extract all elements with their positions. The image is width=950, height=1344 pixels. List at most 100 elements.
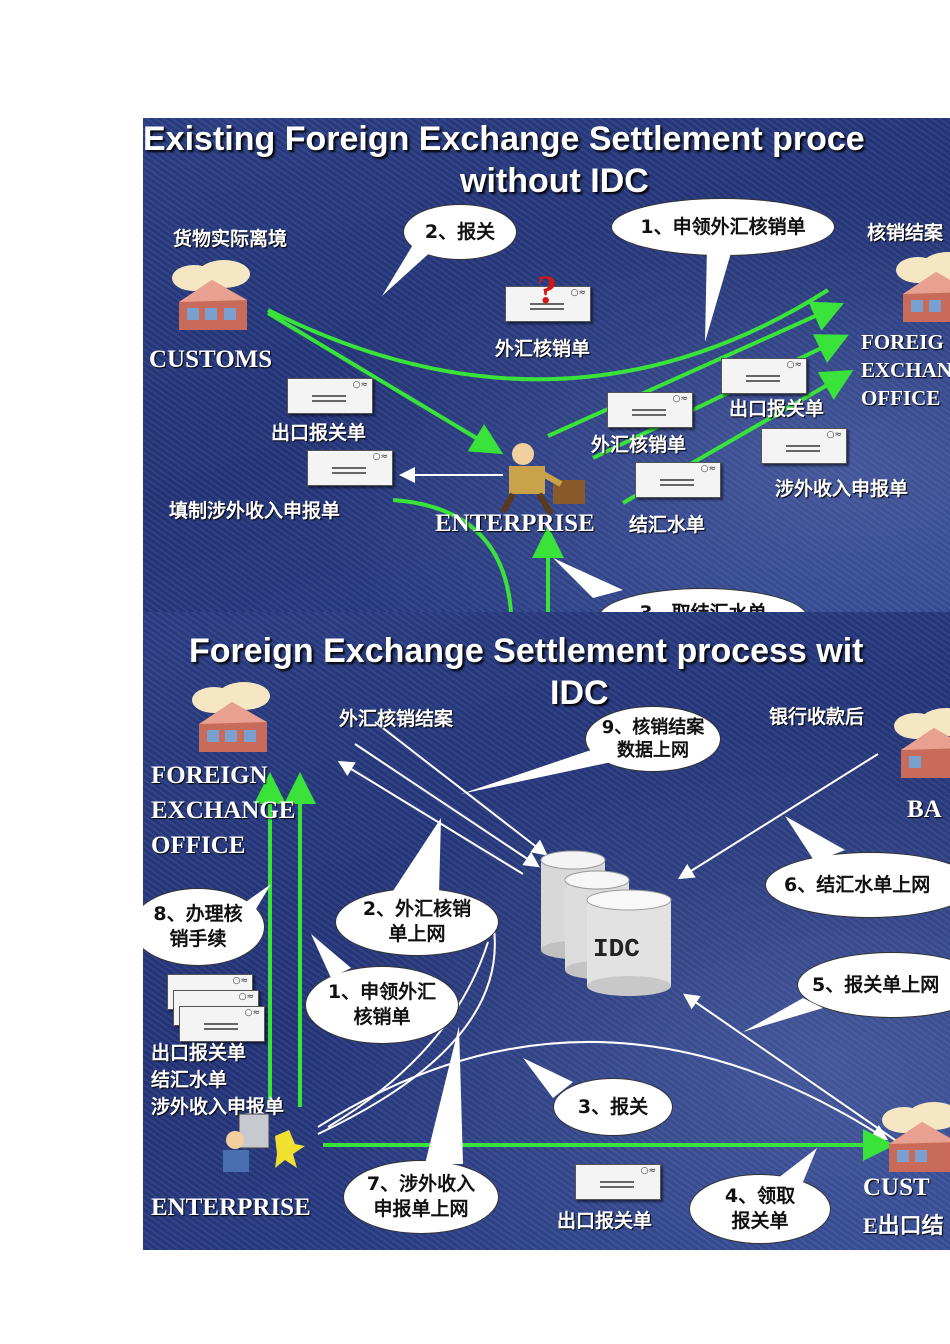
p2-doc-export-decl xyxy=(575,1164,661,1200)
bubble-5-tail xyxy=(743,998,823,1032)
arrow-office-to-idc xyxy=(354,743,540,868)
bubble-5: 5、报关单上网 xyxy=(797,952,950,1018)
bubble-declare: 2、报关 xyxy=(403,204,517,260)
panel1-title-line1: Existing Foreign Exchange Settlement pro… xyxy=(143,120,865,158)
arrow-ent-to-office xyxy=(547,301,844,438)
caption-fx-close: 外汇核销结案 xyxy=(339,708,454,730)
doc-fx-verify-mid xyxy=(607,392,693,428)
doc-income-decl xyxy=(761,428,847,464)
office-label-line3: OFFICE xyxy=(861,386,941,410)
p2-office-building-icon xyxy=(192,682,270,752)
arrow-ent-to-idc-curve2 xyxy=(327,941,489,1128)
arrow-bank-to-idc xyxy=(677,753,879,880)
enterprise-label: ENTERPRISE xyxy=(435,510,595,537)
arrow-customs-to-ent xyxy=(266,311,504,455)
arrow-ent-to-customs-white xyxy=(317,1041,889,1141)
p2-office-label-line3: OFFICE xyxy=(151,832,246,859)
bubble-declare-tail xyxy=(382,238,435,296)
office-building-icon xyxy=(896,252,950,322)
p2-doc-export-decl-label: 出口报关单 xyxy=(557,1210,653,1232)
doc-stack-3 xyxy=(179,1006,265,1042)
doc-fx-verify-top xyxy=(505,286,591,322)
panel2-title-line2: IDC xyxy=(550,674,609,712)
doc-export-decl-left-label: 出口报关单 xyxy=(271,422,367,444)
p2-enterprise-label: ENTERPRISE xyxy=(151,1194,311,1221)
p2-customs-label: CUST xyxy=(863,1174,930,1201)
bubble-7-line2: 申报单上网 xyxy=(373,1198,469,1220)
question-mark-icon: ? xyxy=(537,267,557,312)
office-label-line1: FOREIG xyxy=(861,330,944,354)
doc-settlement xyxy=(635,462,721,498)
bubble-8-tail xyxy=(243,884,271,914)
office-label: FOREIG EXCHAN OFFICE xyxy=(861,328,950,412)
doc-fill-income xyxy=(307,450,393,486)
bubble-2: 2、外汇核销单上网 xyxy=(335,888,499,956)
idc-database-icon xyxy=(540,850,672,996)
bubble-3: 3、报关 xyxy=(553,1078,673,1136)
bubble-3-tail xyxy=(523,1058,573,1098)
p2-customs-building-icon xyxy=(882,1102,950,1172)
bubble-4-line2: 报关单 xyxy=(731,1210,789,1232)
doc-income-decl-label: 涉外收入申报单 xyxy=(775,478,909,500)
arrow-idc-to-office xyxy=(337,760,524,875)
bubble-2-tail xyxy=(391,818,441,894)
bubble-7-tail xyxy=(425,1026,463,1164)
office-label-line2: EXCHAN xyxy=(861,358,950,382)
bubble-2-line1: 2、外汇核销 xyxy=(362,898,472,921)
panel2-arrows xyxy=(254,721,899,1161)
docs-stack-label-3: 涉外收入申报单 xyxy=(151,1096,285,1118)
arrow-down-left xyxy=(392,498,513,612)
p2-office-label-line2: EXCHANGE xyxy=(151,797,296,824)
p2-office-label-line1: FOREIGN xyxy=(151,762,268,789)
bubble-6: 6、结汇水单上网 xyxy=(765,852,950,918)
bubble-2-line2: 单上网 xyxy=(388,923,446,945)
idc-label: IDC xyxy=(593,934,640,964)
arrow-customs-to-idc xyxy=(683,993,899,1143)
bubble-7-line1: 7、涉外收入 xyxy=(366,1173,476,1196)
panel-without-idc: Existing Foreign Exchange Settlement pro… xyxy=(143,118,950,612)
office-caption: 核销结案 xyxy=(867,222,944,244)
doc-settlement-label: 结汇水单 xyxy=(629,514,706,536)
arrow-office-to-idc-2 xyxy=(374,721,548,856)
panel2-title-line1: Foreign Exchange Settlement process wit xyxy=(189,632,864,670)
customs-building-icon xyxy=(172,260,250,330)
p2-customs-sub: E出口结 xyxy=(863,1213,944,1238)
bank-building-icon xyxy=(894,708,950,778)
docs-stack-labels: 出口报关单 结汇水单 涉外收入申报单 xyxy=(151,1040,284,1121)
bubble-7: 7、涉外收入申报单上网 xyxy=(343,1160,499,1234)
p2-enterprise-person-icon xyxy=(223,1113,305,1172)
panel-with-idc: Foreign Exchange Settlement process wit … xyxy=(143,612,950,1250)
doc-fx-verify-mid-label: 外汇核销单 xyxy=(591,434,687,456)
bubble-1-tail xyxy=(311,934,351,978)
bubble-1-line1: 1、申领外汇 xyxy=(327,981,437,1004)
panel1-title-line2: without IDC xyxy=(460,162,649,200)
bubble-1: 1、申领外汇核销单 xyxy=(305,966,459,1044)
bubble-1-line2: 核销单 xyxy=(353,1006,411,1028)
doc-export-decl-right xyxy=(721,358,807,394)
bubble-8-line1: 8、办理核 xyxy=(153,903,243,926)
bubble-8-line2: 销手续 xyxy=(169,928,227,950)
caption-bank-received: 银行收款后 xyxy=(769,706,865,728)
bubble-9-line2: 数据上网 xyxy=(617,740,689,761)
bubble-6-tail xyxy=(785,816,845,862)
customs-label: CUSTOMS xyxy=(149,346,273,373)
bubble-bottom-tail xyxy=(553,558,623,598)
doc-export-decl-right-label: 出口报关单 xyxy=(729,398,825,420)
bubble-9-line1: 9、核销结案 xyxy=(601,716,705,738)
bubble-4-tail xyxy=(773,1148,817,1182)
customs-caption: 货物实际离境 xyxy=(173,228,288,250)
docs-stack-label-2: 结汇水单 xyxy=(151,1069,228,1091)
p2-office-label: FOREIGN EXCHANGE OFFICE xyxy=(151,758,295,863)
bubble-4: 4、领取报关单 xyxy=(689,1174,831,1244)
bubble-9-tail xyxy=(461,750,621,794)
doc-export-decl-left xyxy=(287,378,373,414)
bubble-8: 8、办理核销手续 xyxy=(143,888,265,966)
doc-fx-verify-top-label: 外汇核销单 xyxy=(495,338,591,360)
enterprise-person-icon xyxy=(500,443,585,516)
bubble-apply-tail xyxy=(705,246,733,342)
bubble-4-line1: 4、领取 xyxy=(724,1185,796,1208)
doc-fill-income-label: 填制涉外收入申报单 xyxy=(169,500,341,522)
arrow-apply-green xyxy=(267,288,830,382)
docs-stack-label-1: 出口报关单 xyxy=(151,1042,247,1064)
bank-label: BA xyxy=(907,796,942,823)
